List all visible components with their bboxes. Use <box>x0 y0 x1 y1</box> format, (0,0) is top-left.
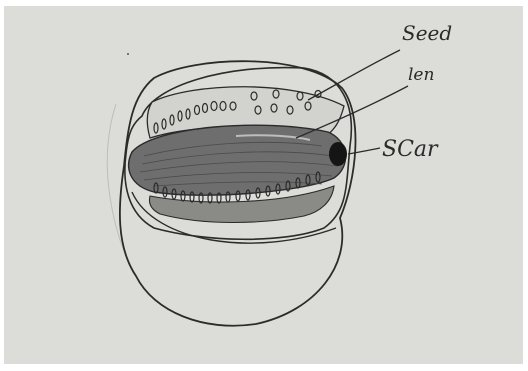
label-scar: SCar <box>382 137 439 162</box>
seed-section-drawing: Seed len SCar <box>4 6 523 364</box>
scar-pointer-line <box>348 148 380 154</box>
paper-sheet: Seed len SCar <box>4 6 523 364</box>
pencil-speck <box>127 53 129 55</box>
label-lens: len <box>408 65 434 85</box>
scar-mark <box>329 142 347 166</box>
label-seed: Seed <box>402 21 452 45</box>
